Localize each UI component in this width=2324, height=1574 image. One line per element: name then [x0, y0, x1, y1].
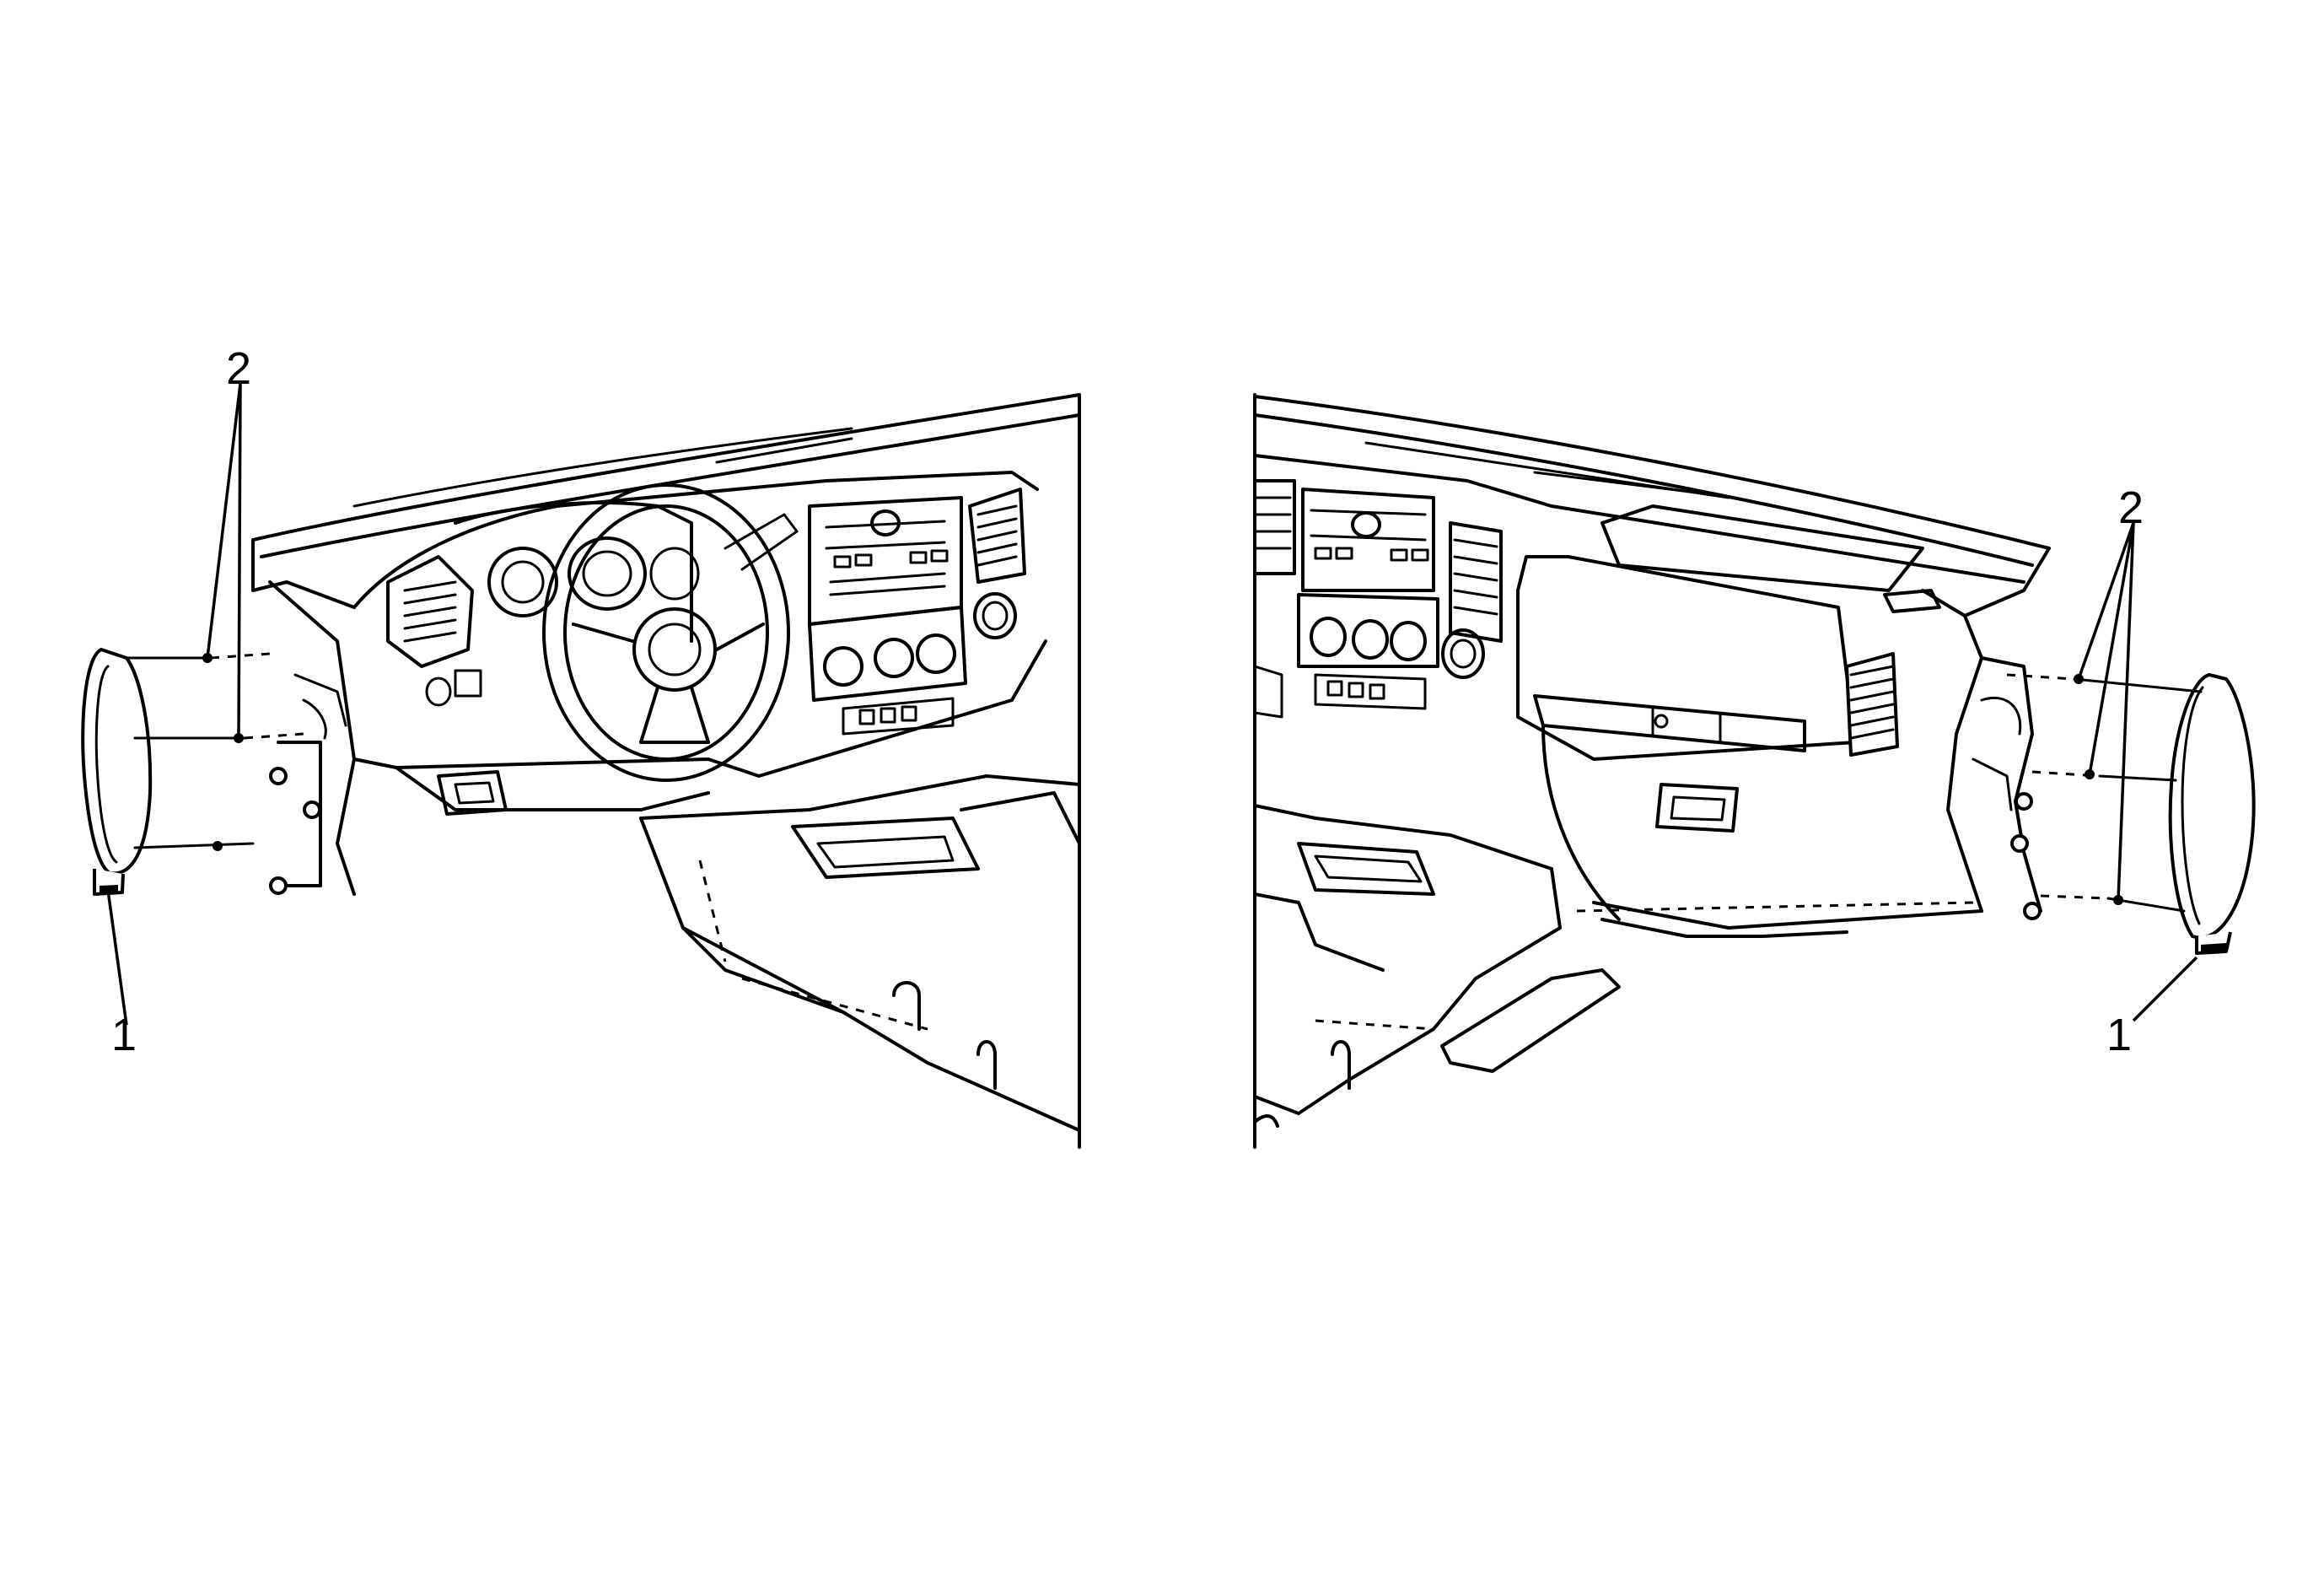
right-alignment-lines	[2006, 673, 2203, 913]
right-callout-2: 2	[2118, 482, 2144, 533]
left-callout-1: 1	[111, 1010, 137, 1060]
left-gauge-cluster	[487, 536, 700, 617]
left-callout-2: 2	[226, 343, 251, 394]
left-leader-lines	[106, 383, 242, 1026]
right-end-bracket	[1972, 656, 2042, 920]
left-instrument-panel	[81, 383, 1081, 1149]
left-floor-console	[639, 774, 1081, 1132]
right-center-vent-louvers	[1453, 538, 1498, 616]
right-end-cover	[2168, 673, 2256, 955]
left-panel-driver-side-view	[81, 383, 1081, 1149]
right-callout-1: 1	[2106, 1010, 2132, 1060]
right-hvac-controls	[1253, 593, 1485, 719]
steering-wheel	[542, 483, 790, 782]
glove-box	[1516, 555, 1857, 921]
right-outboard-vent	[1845, 652, 1899, 757]
center-vent-louvers	[976, 504, 1018, 567]
right-panel-passenger-side-view	[1253, 393, 2256, 1149]
left-end-cover	[81, 648, 153, 896]
left-alignment-lines	[125, 652, 304, 851]
right-instrument-panel	[1253, 393, 2256, 1149]
left-vent-louvers	[403, 580, 457, 643]
left-hvac-controls	[808, 606, 967, 736]
right-floor-console	[1253, 804, 1621, 1128]
left-end-bracket	[269, 673, 347, 895]
right-leader-lines	[2077, 522, 2198, 1022]
left-radio-stack	[808, 496, 963, 626]
radio-buttons	[833, 549, 949, 569]
right-radio-stack	[1301, 488, 1435, 592]
